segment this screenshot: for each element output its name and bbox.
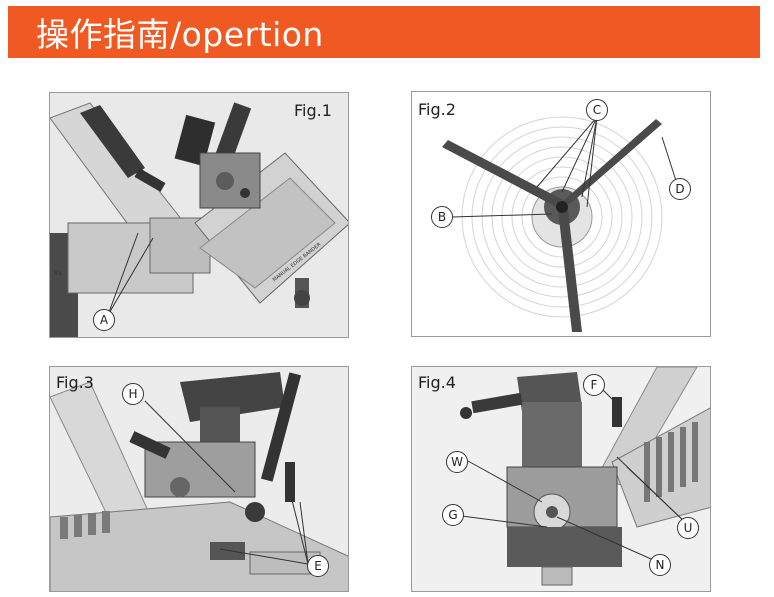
callout-c: C (586, 99, 608, 121)
figure-3-label: Fig.3 (56, 373, 94, 392)
callout-e: E (307, 555, 329, 577)
callout-f: F (583, 374, 605, 396)
figure-1-label: Fig.1 (294, 101, 332, 120)
figure-1-illustration: MANUAL EDGE BANDER 85 (50, 93, 348, 337)
callout-b: B (431, 206, 453, 228)
fig1-side-number: 85 (54, 270, 62, 277)
figure-4-illustration (412, 367, 710, 591)
callout-d: D (669, 178, 691, 200)
figure-4-label: Fig.4 (418, 373, 456, 392)
figure-2-illustration (412, 92, 710, 336)
section-header: 操作指南/opertion (8, 6, 760, 58)
figure-3-illustration (50, 367, 348, 591)
callout-w: W (446, 451, 468, 473)
callout-u: U (677, 517, 699, 539)
figure-1-panel: MANUAL EDGE BANDER 85 Fig.1 A (49, 92, 349, 338)
figure-2-panel: Fig.2 B C D (411, 91, 711, 337)
callout-n: N (649, 554, 671, 576)
figure-4-panel: Fig.4 F W G U N (411, 366, 711, 592)
figure-3-panel: Fig.3 H E (49, 366, 349, 592)
callout-g: G (442, 504, 464, 526)
callout-h: H (122, 383, 144, 405)
section-title: 操作指南/opertion (36, 15, 324, 54)
figure-2-label: Fig.2 (418, 100, 456, 119)
callout-a: A (93, 309, 115, 331)
